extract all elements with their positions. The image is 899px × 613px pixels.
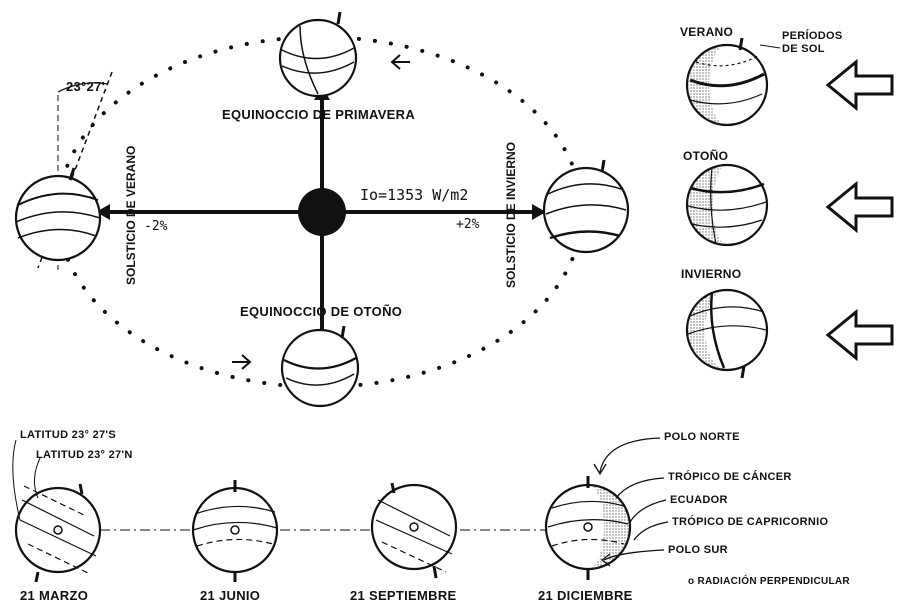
orbit-arrow-bottom <box>232 354 252 370</box>
autumn-label: OTOÑO <box>683 149 729 163</box>
season-globe-winter <box>685 288 769 379</box>
ray-arrow-autumn <box>825 180 894 234</box>
summer-solstice-label: SOLSTICIO DE VERANO <box>124 145 138 285</box>
date-december: 21 DICIEMBRE <box>538 588 633 603</box>
north-pole-label: POLO NORTE <box>664 431 740 443</box>
spring-equinox-label: EQUINOCCIO DE PRIMAVERA <box>222 107 416 122</box>
irradiance-label: Io=1353 W/m2 <box>360 186 469 204</box>
summer-label: VERANO <box>680 25 734 39</box>
south-pole-label: POLO SUR <box>668 544 728 556</box>
bottom-globe-june <box>191 480 279 582</box>
globe-winter-solstice <box>542 159 630 254</box>
ray-arrow-summer <box>825 58 894 112</box>
plus-percent-label: +2% <box>456 217 480 232</box>
bottom-globe-march <box>14 483 102 583</box>
latitude-south-label: LATITUD 23° 27'S <box>20 429 116 441</box>
orbit-arrow-top <box>390 54 410 70</box>
minus-percent-label: -2% <box>144 219 168 234</box>
sun-periods-label: PERÍODOS DE SOL <box>782 30 843 55</box>
bottom-globe-september <box>370 482 458 579</box>
tropic-cancer-label: TRÓPICO DE CÁNCER <box>668 471 792 483</box>
globe-spring-equinox <box>278 11 358 98</box>
date-march: 21 MARZO <box>20 588 89 603</box>
arrow-left <box>96 204 110 220</box>
arrow-right <box>532 204 546 220</box>
date-september: 21 SEPTIEMBRE <box>350 588 457 603</box>
latitude-north-label: LATITUD 23° 27'N <box>36 449 133 461</box>
bottom-globe-december <box>544 476 632 580</box>
equator-label: ECUADOR <box>670 494 728 506</box>
perpendicular-radiation-label: o RADIACIÓN PERPENDICULAR <box>688 576 850 587</box>
ray-arrow-winter <box>825 308 894 362</box>
globe-autumn-equinox <box>280 325 360 408</box>
tropic-capricorn-label: TRÓPICO DE CAPRICORNIO <box>672 516 829 528</box>
winter-label: INVIERNO <box>681 267 742 281</box>
autumn-equinox-label: EQUINOCCIO DE OTOÑO <box>240 304 403 319</box>
season-globe-autumn <box>685 163 769 247</box>
leader-lines <box>593 437 669 567</box>
sun <box>298 188 346 236</box>
latitude-leaders <box>12 439 41 521</box>
tilt-angle-label: 23°27' <box>66 79 106 94</box>
season-globe-summer <box>685 37 781 127</box>
date-june: 21 JUNIO <box>200 588 261 603</box>
winter-solstice-label: SOLSTICIO DE INVIERNO <box>504 141 518 288</box>
globe-summer-solstice <box>14 71 113 270</box>
